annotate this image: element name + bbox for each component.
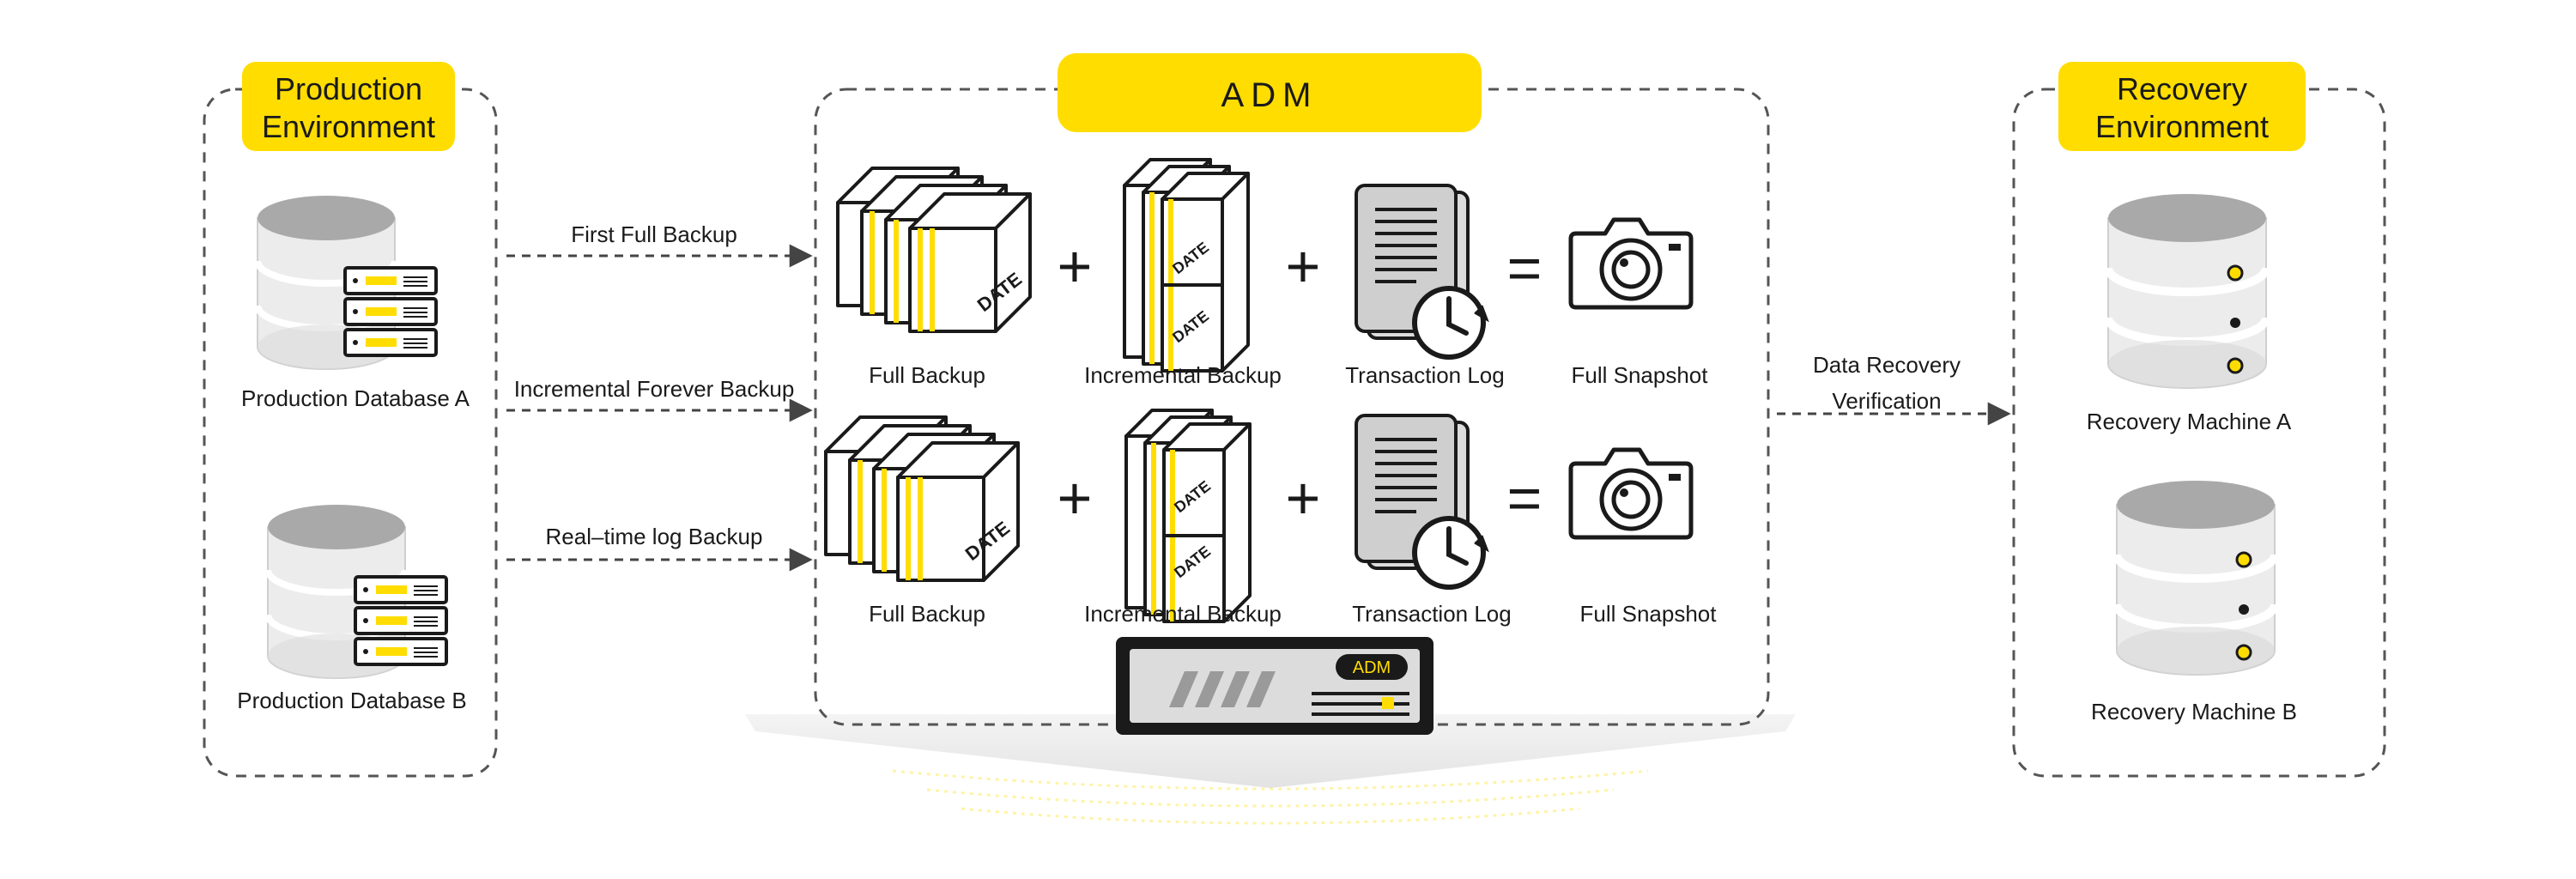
- row1-transaction-log-label: Transaction Log: [1345, 362, 1504, 388]
- row2-equals: =: [1507, 464, 1543, 531]
- transaction-log-icon: [1356, 415, 1487, 587]
- verification-label-line1: Data Recovery: [1813, 352, 1961, 378]
- database-b-icon: [268, 505, 446, 678]
- snapshot-camera-icon: [1571, 220, 1691, 307]
- row1-plus-1: +: [1058, 233, 1093, 300]
- adm-panel: ADM DATE Full Backup + DATE DATE Increme…: [814, 53, 1770, 735]
- adm-platform: [745, 714, 1796, 825]
- adm-title: ADM: [1221, 76, 1318, 114]
- recovery-title-line1: Recovery: [2117, 71, 2247, 106]
- recovery-machine-a-icon: [2108, 194, 2266, 388]
- adm-server-appliance: ADM: [1116, 637, 1433, 735]
- adm-server-badge: [1336, 654, 1408, 680]
- verification-flow: Data Recovery Verification: [1777, 352, 2011, 426]
- row1-plus-2: +: [1286, 233, 1321, 300]
- row2-full-snapshot-label: Full Snapshot: [1580, 601, 1718, 627]
- backup-flows: First Full Backup Incremental Forever Ba…: [506, 221, 813, 572]
- adm-row-2: DATE Full Backup + DATE DATE Incremental…: [826, 410, 1717, 627]
- full-backup-icon: DATE: [838, 168, 1030, 331]
- production-title-badge: [242, 62, 455, 151]
- database-a-icon: [258, 196, 436, 369]
- production-database-b-label: Production Database B: [237, 688, 466, 713]
- row1-full-backup-label: Full Backup: [869, 362, 985, 388]
- recovery-title-badge: [2058, 62, 2306, 151]
- recovery-environment-panel: Recovery Environment Recovery Machine A …: [2012, 62, 2386, 778]
- snapshot-camera-icon: [1571, 450, 1691, 537]
- adm-title-badge: [1058, 53, 1482, 132]
- incremental-forever-label: Incremental Forever Backup: [514, 376, 795, 402]
- incremental-backup-icon: DATE DATE: [1126, 410, 1250, 621]
- realtime-log-label: Real–time log Backup: [546, 524, 763, 549]
- status-led-icon: [1382, 697, 1394, 709]
- row2-plus-2: +: [1286, 464, 1321, 531]
- adm-row-1: DATE Full Backup + DATE DATE Incremental…: [838, 160, 1708, 388]
- recovery-machine-b-label: Recovery Machine B: [2091, 699, 2297, 724]
- row2-transaction-log-label: Transaction Log: [1352, 601, 1511, 627]
- recovery-machine-a-label: Recovery Machine A: [2087, 409, 2292, 434]
- production-database-a-label: Production Database A: [241, 385, 470, 411]
- recovery-title-line2: Environment: [2095, 109, 2269, 144]
- first-full-backup-label: First Full Backup: [571, 221, 737, 247]
- production-environment-panel: Production Environment Production Databa…: [203, 62, 498, 778]
- incremental-backup-icon: DATE DATE: [1124, 160, 1248, 371]
- production-title-line1: Production: [275, 71, 422, 106]
- full-backup-icon: DATE: [826, 417, 1018, 580]
- transaction-log-icon: [1356, 185, 1487, 357]
- row1-full-snapshot-label: Full Snapshot: [1572, 362, 1709, 388]
- row2-incremental-backup-label: Incremental Backup: [1084, 601, 1282, 627]
- vent-icon: [1169, 671, 1276, 707]
- adm-server-badge-text: ADM: [1353, 658, 1391, 677]
- row1-equals: =: [1507, 234, 1543, 301]
- row1-incremental-backup-label: Incremental Backup: [1084, 362, 1282, 388]
- verification-label-line2: Verification: [1832, 388, 1941, 414]
- recovery-machine-b-icon: [2117, 481, 2275, 675]
- production-title-line2: Environment: [262, 109, 435, 144]
- row2-full-backup-label: Full Backup: [869, 601, 985, 627]
- row2-plus-1: +: [1058, 464, 1093, 531]
